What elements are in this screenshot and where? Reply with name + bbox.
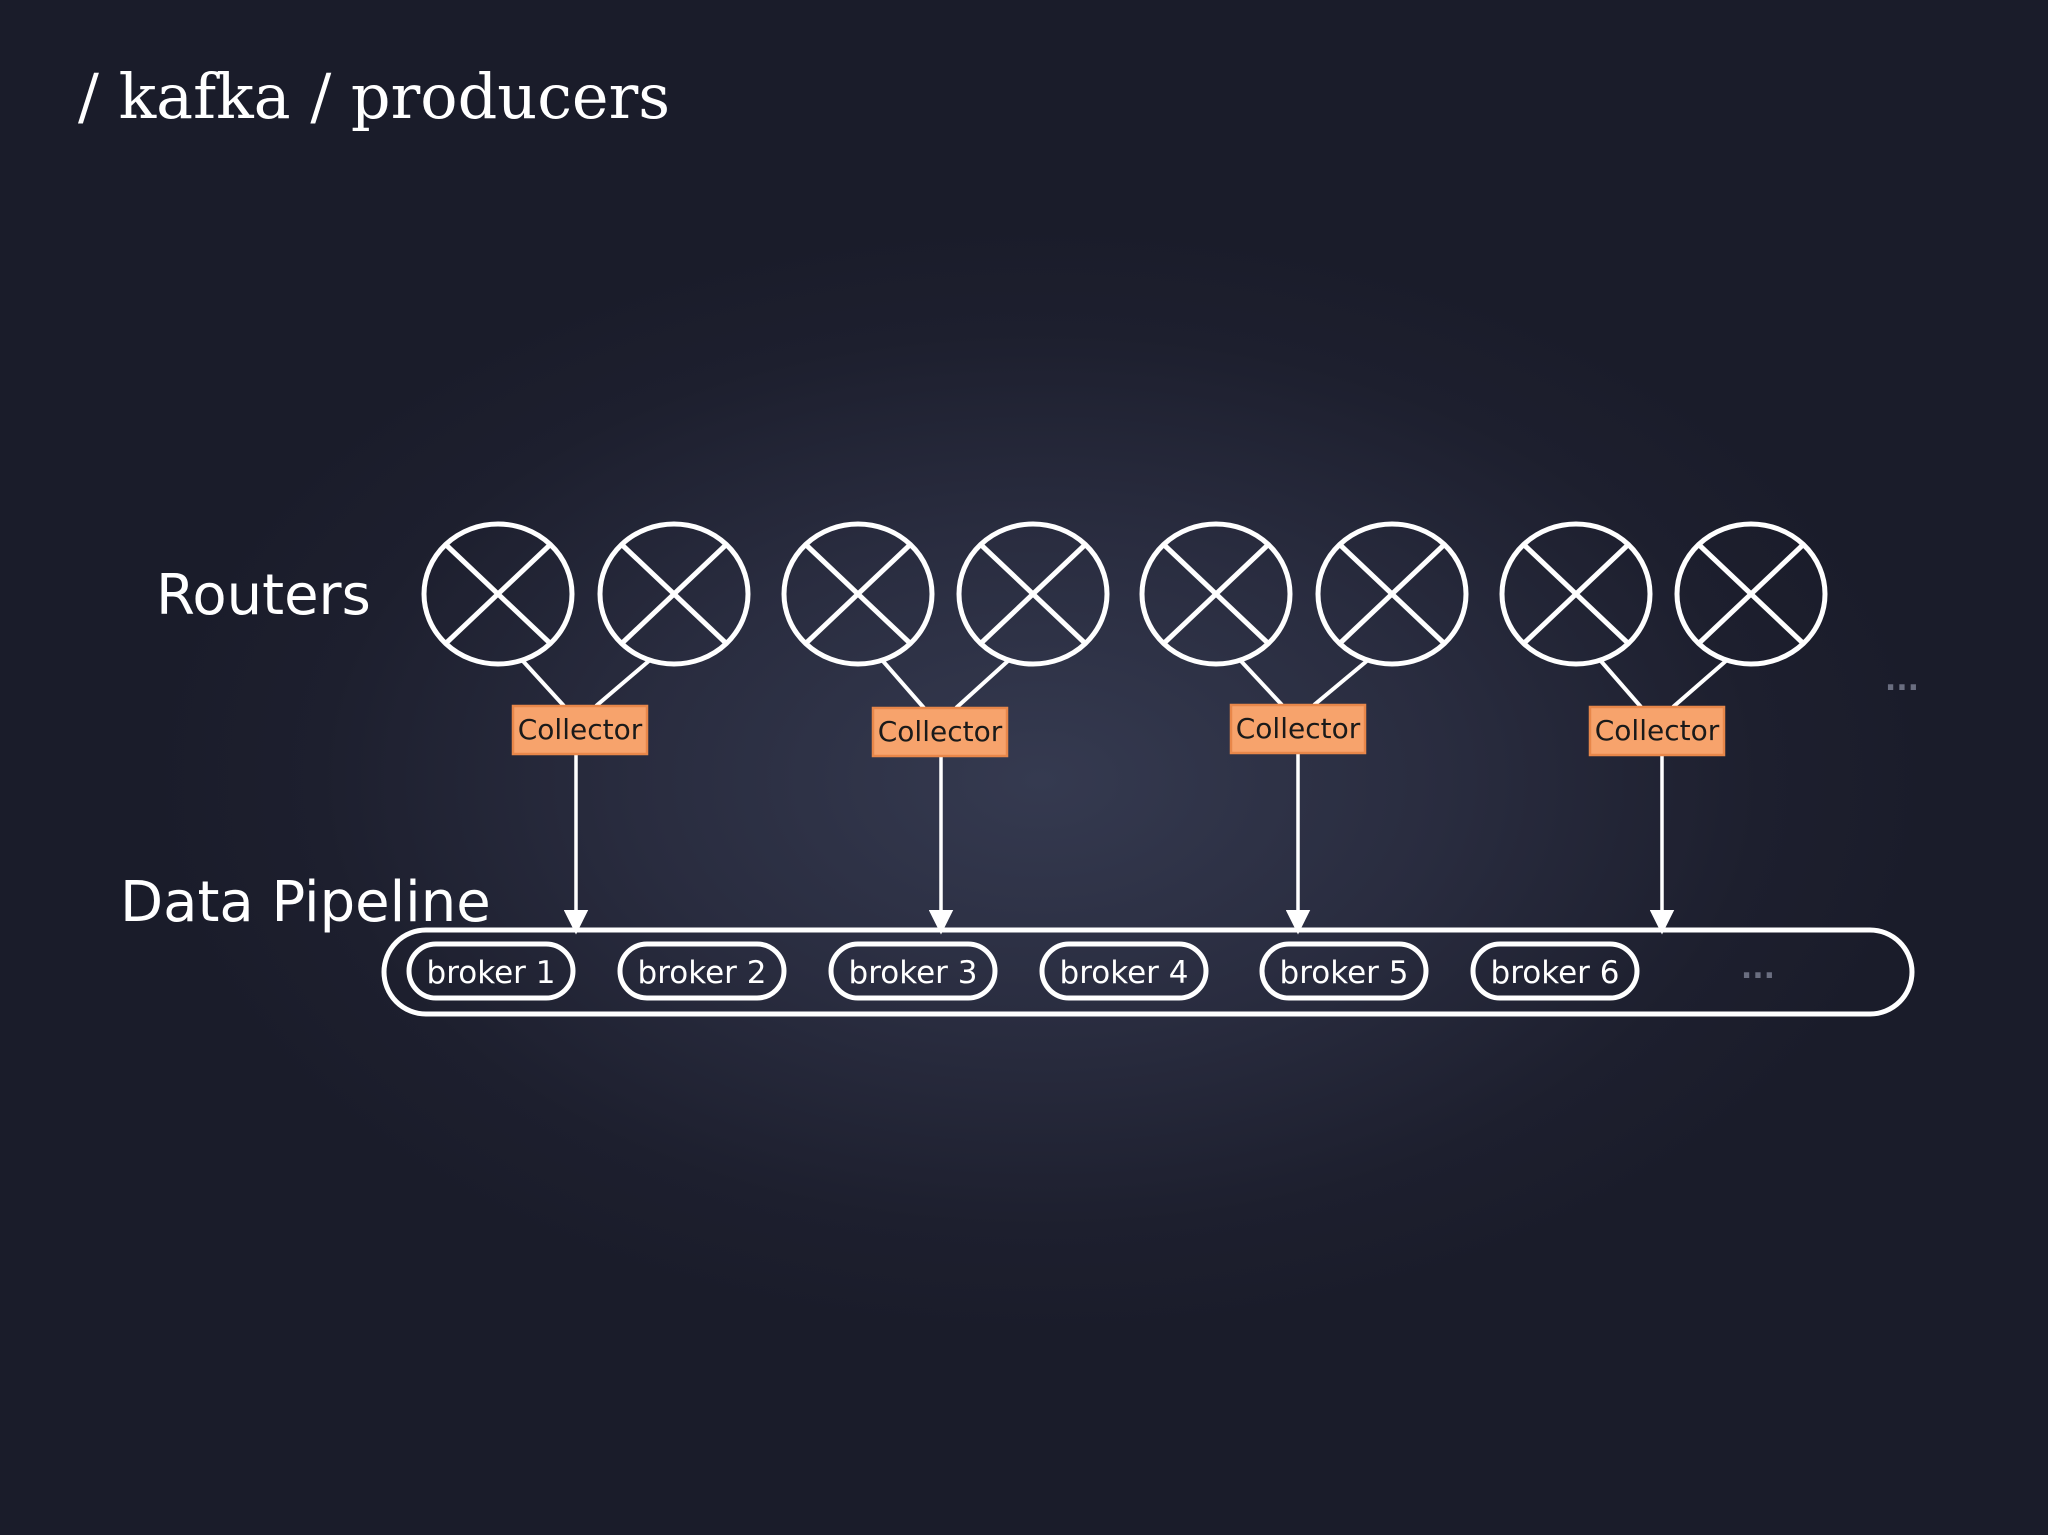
pipeline-group: broker 1 broker 2 broker 3 broker 4 broker 5… [381, 927, 1915, 1017]
collector-label: Collector [1236, 712, 1361, 745]
broker-label: broker 6 [1491, 955, 1620, 991]
router-collector-link [1312, 658, 1370, 707]
router-collector-link [880, 658, 926, 710]
collector-box: Collector [1229, 703, 1367, 755]
data-pipeline-label: Data Pipeline [120, 870, 491, 935]
routers-group: ... [421, 521, 1919, 698]
collector-label: Collector [518, 713, 643, 746]
router-cross-circle-icon [781, 521, 935, 667]
router-collector-link [1238, 658, 1284, 707]
routers-label: Routers [156, 563, 371, 628]
collectors-group: Collector Collector Collector Collector [511, 703, 1726, 758]
router-cross-circle-icon [597, 521, 751, 667]
router-collector-link [520, 658, 566, 708]
routers-more-ellipsis: ... [1885, 663, 1919, 698]
broker-label: broker 3 [849, 955, 978, 991]
collector-label: Collector [878, 715, 1003, 748]
collector-box: Collector [871, 706, 1009, 758]
collector-links-group [520, 658, 1729, 935]
router-cross-circle-icon [956, 521, 1110, 667]
router-cross-circle-icon [1315, 521, 1469, 667]
page-title: / kafka / producers [78, 60, 671, 133]
broker-label: broker 2 [638, 955, 767, 991]
broker-label: broker 4 [1060, 955, 1189, 991]
router-cross-circle-icon [1674, 521, 1828, 667]
router-cross-circle-icon [1139, 521, 1293, 667]
brokers-more-ellipsis: ... [1741, 951, 1775, 986]
router-collector-link [1671, 658, 1729, 709]
broker-node: broker 3 [828, 941, 998, 1001]
router-collector-link [1598, 658, 1643, 709]
broker-label: broker 5 [1280, 955, 1409, 991]
router-cross-circle-icon [421, 521, 575, 667]
router-cross-circle-icon [1499, 521, 1653, 667]
collector-box: Collector [511, 704, 649, 756]
collector-box: Collector [1588, 705, 1726, 757]
router-collector-link [954, 658, 1011, 710]
collector-label: Collector [1595, 714, 1720, 747]
broker-node: broker 6 [1470, 941, 1640, 1001]
broker-node: broker 2 [617, 941, 787, 1001]
broker-node: broker 4 [1039, 941, 1209, 1001]
broker-node: broker 5 [1259, 941, 1429, 1001]
data-pipeline-container [381, 927, 1915, 1017]
broker-label: broker 1 [427, 955, 556, 991]
router-collector-link [594, 658, 652, 708]
broker-node: broker 1 [406, 941, 576, 1001]
